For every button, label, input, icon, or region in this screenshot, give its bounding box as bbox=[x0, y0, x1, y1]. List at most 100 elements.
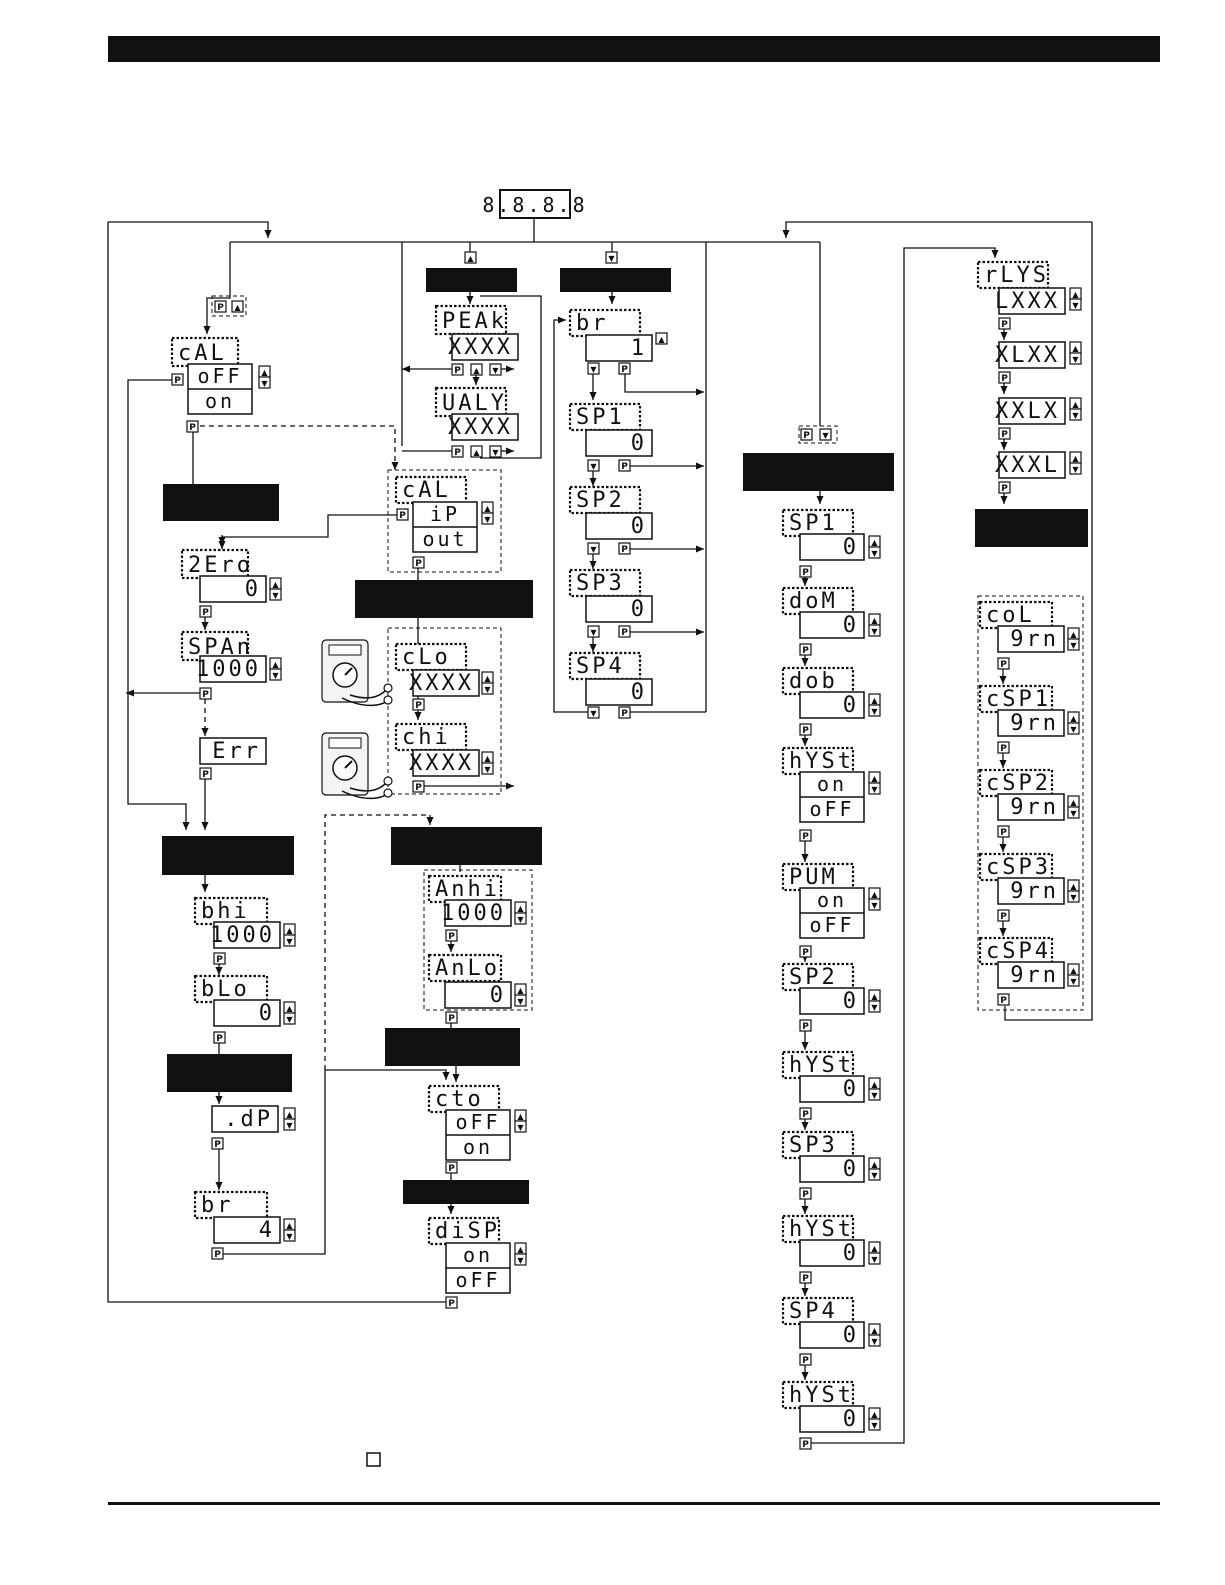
p-key-icon[interactable] bbox=[799, 723, 812, 736]
down-key-icon[interactable] bbox=[1069, 462, 1082, 475]
down-key-icon[interactable] bbox=[1067, 722, 1080, 735]
p-key-icon[interactable] bbox=[199, 605, 212, 618]
up-key-icon[interactable] bbox=[470, 363, 483, 376]
down-key-icon[interactable] bbox=[587, 542, 600, 555]
down-key-icon[interactable] bbox=[514, 912, 527, 925]
up-key-icon[interactable] bbox=[231, 300, 244, 313]
p-key-icon[interactable] bbox=[997, 741, 1010, 754]
p-key-icon[interactable] bbox=[445, 929, 458, 942]
p-key-icon[interactable] bbox=[998, 371, 1011, 384]
down-key-icon[interactable] bbox=[1069, 352, 1082, 365]
down-key-icon[interactable] bbox=[868, 898, 881, 911]
p-key-icon[interactable] bbox=[186, 420, 199, 433]
p-key-icon[interactable] bbox=[799, 1107, 812, 1120]
p-key-icon[interactable] bbox=[799, 1353, 812, 1366]
down-key-icon[interactable] bbox=[868, 1334, 881, 1347]
p-key-icon[interactable] bbox=[799, 643, 812, 656]
p-key-icon[interactable] bbox=[799, 945, 812, 958]
down-key-icon[interactable] bbox=[1067, 806, 1080, 819]
down-key-icon[interactable] bbox=[868, 1418, 881, 1431]
down-key-icon[interactable] bbox=[514, 1120, 527, 1133]
down-key-icon[interactable] bbox=[269, 588, 282, 601]
p-key-icon[interactable] bbox=[799, 1187, 812, 1200]
p-key-icon[interactable] bbox=[997, 909, 1010, 922]
down-key-icon[interactable] bbox=[514, 994, 527, 1007]
p-key-icon[interactable] bbox=[618, 542, 631, 555]
p-key-icon[interactable] bbox=[799, 1437, 812, 1450]
down-key-icon[interactable] bbox=[283, 1229, 296, 1242]
down-key-icon[interactable] bbox=[1067, 974, 1080, 987]
p-key-icon[interactable] bbox=[998, 427, 1011, 440]
down-key-icon[interactable] bbox=[269, 668, 282, 681]
p-key-icon[interactable] bbox=[799, 1019, 812, 1032]
p-key-icon[interactable] bbox=[445, 1296, 458, 1309]
p-key-icon[interactable] bbox=[799, 565, 812, 578]
down-key-icon[interactable] bbox=[489, 445, 502, 458]
up-key-icon[interactable] bbox=[464, 251, 477, 264]
down-key-icon[interactable] bbox=[868, 1088, 881, 1101]
p-key-icon[interactable] bbox=[618, 625, 631, 638]
p-key-icon[interactable] bbox=[997, 657, 1010, 670]
p-key-icon[interactable] bbox=[618, 362, 631, 375]
p-key-icon[interactable] bbox=[997, 993, 1010, 1006]
colour-3-value-box bbox=[997, 793, 1065, 821]
down-key-icon[interactable] bbox=[868, 1252, 881, 1265]
p-key-icon[interactable] bbox=[211, 1247, 224, 1260]
p-key-icon[interactable] bbox=[213, 952, 226, 965]
p-key-icon[interactable] bbox=[799, 829, 812, 842]
p-key-icon[interactable] bbox=[451, 363, 464, 376]
cto-label: cto bbox=[435, 1087, 484, 1112]
p-key-icon[interactable] bbox=[199, 687, 212, 700]
down-key-icon[interactable] bbox=[868, 704, 881, 717]
down-key-icon[interactable] bbox=[587, 362, 600, 375]
down-key-icon[interactable] bbox=[1067, 638, 1080, 651]
p-key-icon[interactable] bbox=[199, 767, 212, 780]
down-key-icon-glyph: ▼ bbox=[608, 254, 615, 263]
down-key-icon[interactable] bbox=[481, 512, 494, 525]
down-key-icon[interactable] bbox=[1069, 408, 1082, 421]
p-key-icon[interactable] bbox=[799, 1271, 812, 1284]
down-key-icon[interactable] bbox=[868, 782, 881, 795]
p-key-icon[interactable] bbox=[618, 706, 631, 719]
down-key-icon[interactable] bbox=[481, 762, 494, 775]
p-key-icon[interactable] bbox=[445, 1011, 458, 1024]
p-key-icon[interactable] bbox=[618, 459, 631, 472]
p-key-icon[interactable] bbox=[171, 373, 184, 386]
down-key-icon[interactable] bbox=[1067, 890, 1080, 903]
down-key-icon[interactable] bbox=[587, 706, 600, 719]
down-key-icon[interactable] bbox=[514, 1253, 527, 1266]
up-key-icon[interactable] bbox=[470, 445, 483, 458]
down-key-icon[interactable] bbox=[587, 625, 600, 638]
p-key-icon[interactable] bbox=[412, 556, 425, 569]
p-key-icon[interactable] bbox=[412, 698, 425, 711]
p-key-icon[interactable] bbox=[412, 780, 425, 793]
down-key-icon[interactable] bbox=[605, 251, 618, 264]
down-key-icon[interactable] bbox=[481, 682, 494, 695]
down-key-icon[interactable] bbox=[868, 1168, 881, 1181]
clo-value: XXXX bbox=[409, 671, 474, 696]
p-key-icon[interactable] bbox=[800, 428, 813, 441]
down-key-icon[interactable] bbox=[1069, 298, 1082, 311]
p-key-icon[interactable] bbox=[451, 445, 464, 458]
up-key-icon[interactable] bbox=[655, 332, 668, 345]
down-key-icon[interactable] bbox=[283, 1118, 296, 1131]
down-key-icon[interactable] bbox=[868, 1000, 881, 1013]
p-key-icon[interactable] bbox=[213, 1031, 226, 1044]
p-key-icon-glyph: P bbox=[621, 545, 628, 555]
down-key-icon[interactable] bbox=[587, 459, 600, 472]
down-key-icon[interactable] bbox=[283, 934, 296, 947]
p-key-icon[interactable] bbox=[997, 825, 1010, 838]
down-key-icon[interactable] bbox=[868, 546, 881, 559]
down-key-icon[interactable] bbox=[819, 428, 832, 441]
p-key-icon[interactable] bbox=[211, 1137, 224, 1150]
down-key-icon[interactable] bbox=[868, 624, 881, 637]
down-key-icon[interactable] bbox=[283, 1012, 296, 1025]
p-key-icon[interactable] bbox=[445, 1161, 458, 1174]
p-key-icon[interactable] bbox=[998, 317, 1011, 330]
down-key-icon[interactable] bbox=[489, 363, 502, 376]
p-key-icon[interactable] bbox=[214, 300, 227, 313]
flow-line bbox=[324, 814, 434, 1070]
p-key-icon[interactable] bbox=[396, 508, 409, 521]
p-key-icon[interactable] bbox=[998, 481, 1011, 494]
down-key-icon[interactable] bbox=[258, 376, 271, 389]
